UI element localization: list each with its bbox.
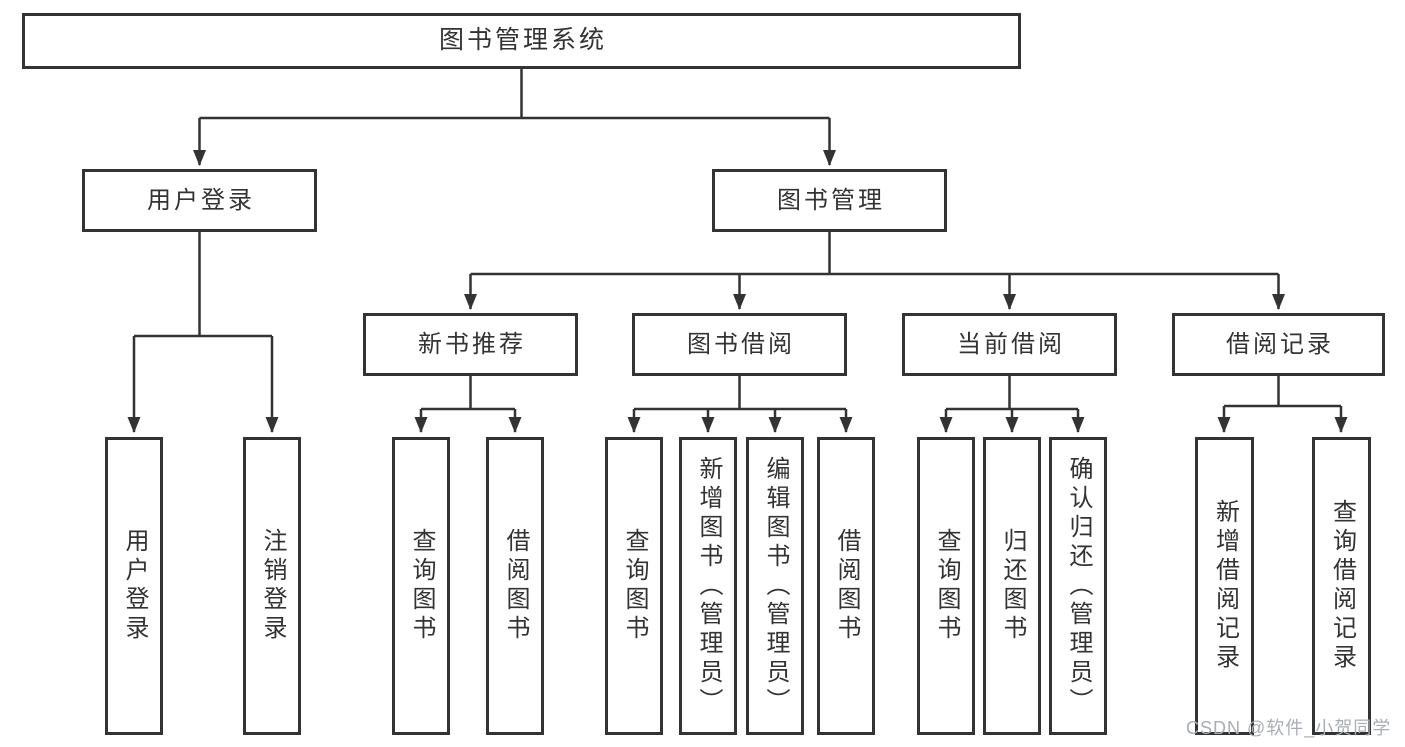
leaf-query-books-current: 查询图书 (917, 437, 975, 735)
leaf-add-books-admin: 新增图书（管理员） (679, 437, 737, 735)
node-new-book-recommend: 新书推荐 (363, 313, 578, 376)
leaf-query-borrow-record: 查询借阅记录 (1312, 437, 1371, 735)
leaf-add-borrow-record: 新增借阅记录 (1195, 437, 1254, 735)
leaf-logout: 注销登录 (243, 437, 301, 735)
leaf-confirm-return-admin: 确认归还（管理员） (1049, 437, 1107, 735)
leaf-query-books-recommend: 查询图书 (392, 437, 450, 735)
node-book-borrow: 图书借阅 (632, 313, 847, 376)
node-user-login: 用户登录 (82, 169, 317, 232)
leaf-query-books-borrow: 查询图书 (605, 437, 663, 735)
node-book-management: 图书管理 (712, 169, 947, 232)
leaf-borrow-books-recommend: 借阅图书 (486, 437, 544, 735)
node-library-management-system: 图书管理系统 (22, 13, 1021, 69)
leaf-user-login: 用户登录 (105, 437, 163, 735)
csdn-watermark: CSDN @软件_小贺同学 (1186, 718, 1392, 738)
node-borrow-records: 借阅记录 (1172, 313, 1385, 376)
leaf-return-books: 归还图书 (983, 437, 1041, 735)
node-current-borrow: 当前借阅 (902, 313, 1117, 376)
leaf-edit-books-admin: 编辑图书（管理员） (746, 437, 804, 735)
leaf-borrow-books: 借阅图书 (817, 437, 875, 735)
